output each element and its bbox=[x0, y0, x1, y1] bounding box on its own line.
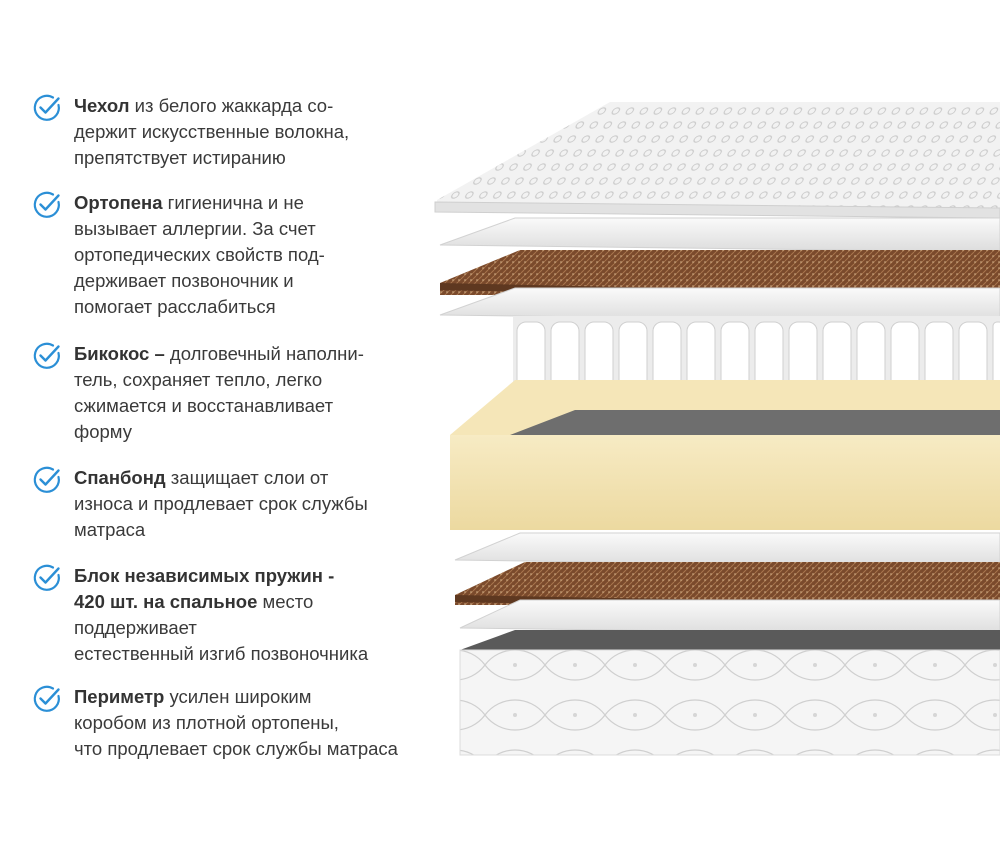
feature-line: помогает расслабиться bbox=[74, 296, 276, 317]
feature-text: Ортопена гигиенична и не вызывает аллерг… bbox=[74, 190, 464, 320]
check-circle-icon bbox=[33, 342, 60, 369]
check-circle-icon bbox=[33, 685, 60, 712]
check-circle-icon bbox=[33, 466, 60, 493]
foam-perimeter-layer bbox=[450, 380, 1000, 530]
feature-line: держивает позвоночник и bbox=[74, 270, 294, 291]
check-circle-icon bbox=[33, 94, 60, 121]
spunbond-layer-bottom bbox=[459, 599, 1000, 636]
feature-text: Периметр усилен широким коробом из плотн… bbox=[74, 684, 464, 762]
feature-line: матраса bbox=[74, 519, 146, 540]
spunbond-layer-top bbox=[439, 217, 1000, 253]
feature-line: Чехол из белого жаккарда со- bbox=[74, 95, 334, 116]
feature-line: коробом из плотной ортопены, bbox=[74, 712, 339, 733]
feature-line: Спанбонд защищает слои от bbox=[74, 467, 329, 488]
features-list: Чехол из белого жаккарда со- держит иску… bbox=[0, 0, 460, 858]
feature-line: естественный изгиб позвоночника bbox=[74, 643, 369, 664]
feature-text: Блок независимых пружин - 420 шт. на спа… bbox=[74, 563, 464, 667]
feature-line: вызывает аллергии. За счет bbox=[74, 218, 316, 239]
mattress-layers-illustration bbox=[434, 102, 1000, 756]
feature-text: Чехол из белого жаккарда со- держит иску… bbox=[74, 93, 464, 171]
feature-line: 420 шт. на спальное место bbox=[74, 591, 314, 612]
feature-line: форму bbox=[74, 421, 132, 442]
feature-text: Бикокос – долговечный наполни- тель, сох… bbox=[74, 341, 464, 445]
feature-line: износа и продлевает срок службы bbox=[74, 493, 368, 514]
feature-line: сжимается и восстанавливает bbox=[74, 395, 334, 416]
feature-line: поддерживает bbox=[74, 617, 197, 638]
check-circle-icon bbox=[33, 191, 60, 218]
base-cover-layer bbox=[459, 630, 1000, 756]
feature-line: Периметр усилен широким bbox=[74, 686, 312, 707]
feature-line: Ортопена гигиенична и не bbox=[74, 192, 304, 213]
feature-line: Блок независимых пружин - bbox=[74, 565, 335, 586]
cover-layer bbox=[434, 102, 1000, 219]
feature-line: держит искусственные волокна, bbox=[74, 121, 350, 142]
feature-line: препятствует истиранию bbox=[74, 147, 286, 168]
feature-line: тель, сохраняет тепло, легко bbox=[74, 369, 323, 390]
feature-line: ортопедических свойств под- bbox=[74, 244, 325, 265]
check-circle-icon bbox=[33, 564, 60, 591]
feature-text: Спанбонд защищает слои от износа и продл… bbox=[74, 465, 464, 543]
feature-line: Бикокос – долговечный наполни- bbox=[74, 343, 364, 364]
feature-line: что продлевает срок службы матраса bbox=[74, 738, 398, 759]
